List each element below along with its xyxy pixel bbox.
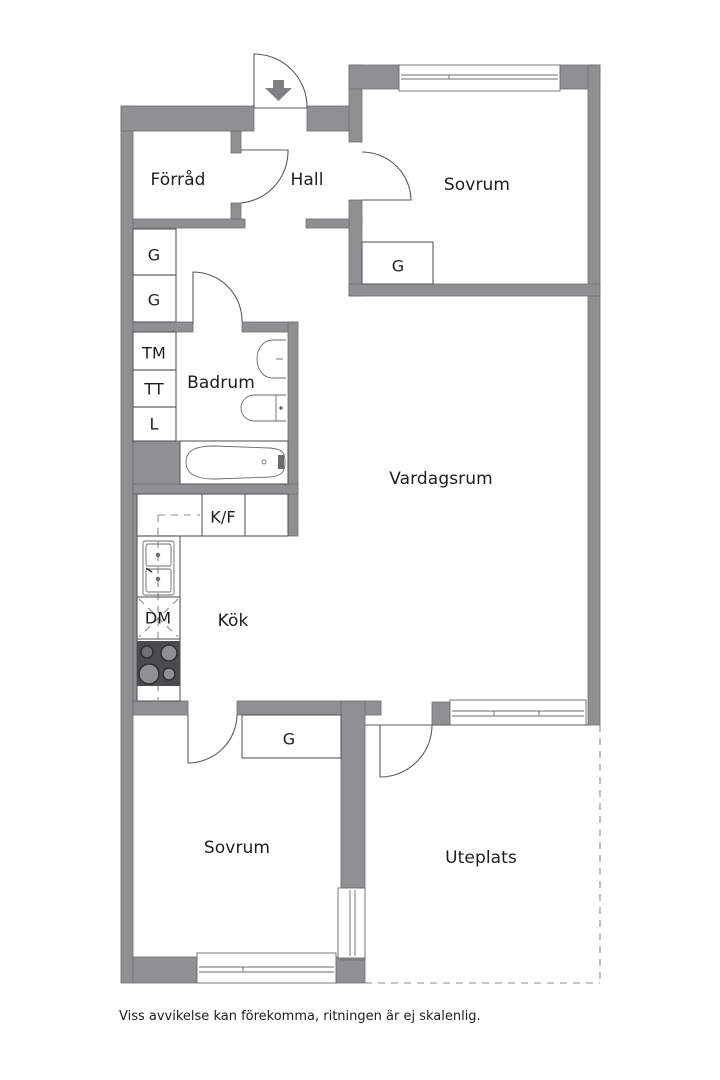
closet-label-g-sovrum-top: G <box>391 256 405 276</box>
doors <box>187 53 588 778</box>
closet-label-g-hall-1: G <box>147 245 161 265</box>
fixture-label-l: L <box>149 414 159 434</box>
disclaimer-text: Viss avvikelse kan förekomma, ritningen … <box>119 1009 481 1024</box>
room-label-sovrum-bottom: Sovrum <box>203 838 271 858</box>
closets <box>132 228 434 759</box>
room-label-vardagsrum: Vardagsrum <box>389 469 493 489</box>
room-label-hall: Hall <box>290 170 324 190</box>
patio-outline <box>365 725 601 984</box>
closet-label-g-hall-2: G <box>147 290 161 310</box>
walls <box>120 64 601 984</box>
fixture-label-kf: K/F <box>210 507 236 527</box>
entrance-arrow-icon <box>265 80 292 101</box>
fixture-label-tt: TT <box>144 379 164 399</box>
room-label-badrum: Badrum <box>187 373 255 393</box>
closet-label-g-sovrum-bottom: G <box>282 729 296 749</box>
room-label-uteplats: Uteplats <box>445 848 517 868</box>
room-label-kok: Kök <box>217 611 249 631</box>
fixture-label-dm: DM <box>144 608 172 628</box>
room-label-sovrum-top: Sovrum <box>443 175 511 195</box>
fixture-label-tm: TM <box>142 343 166 363</box>
room-label-forrad: Förråd <box>150 170 206 190</box>
windows <box>196 64 587 984</box>
